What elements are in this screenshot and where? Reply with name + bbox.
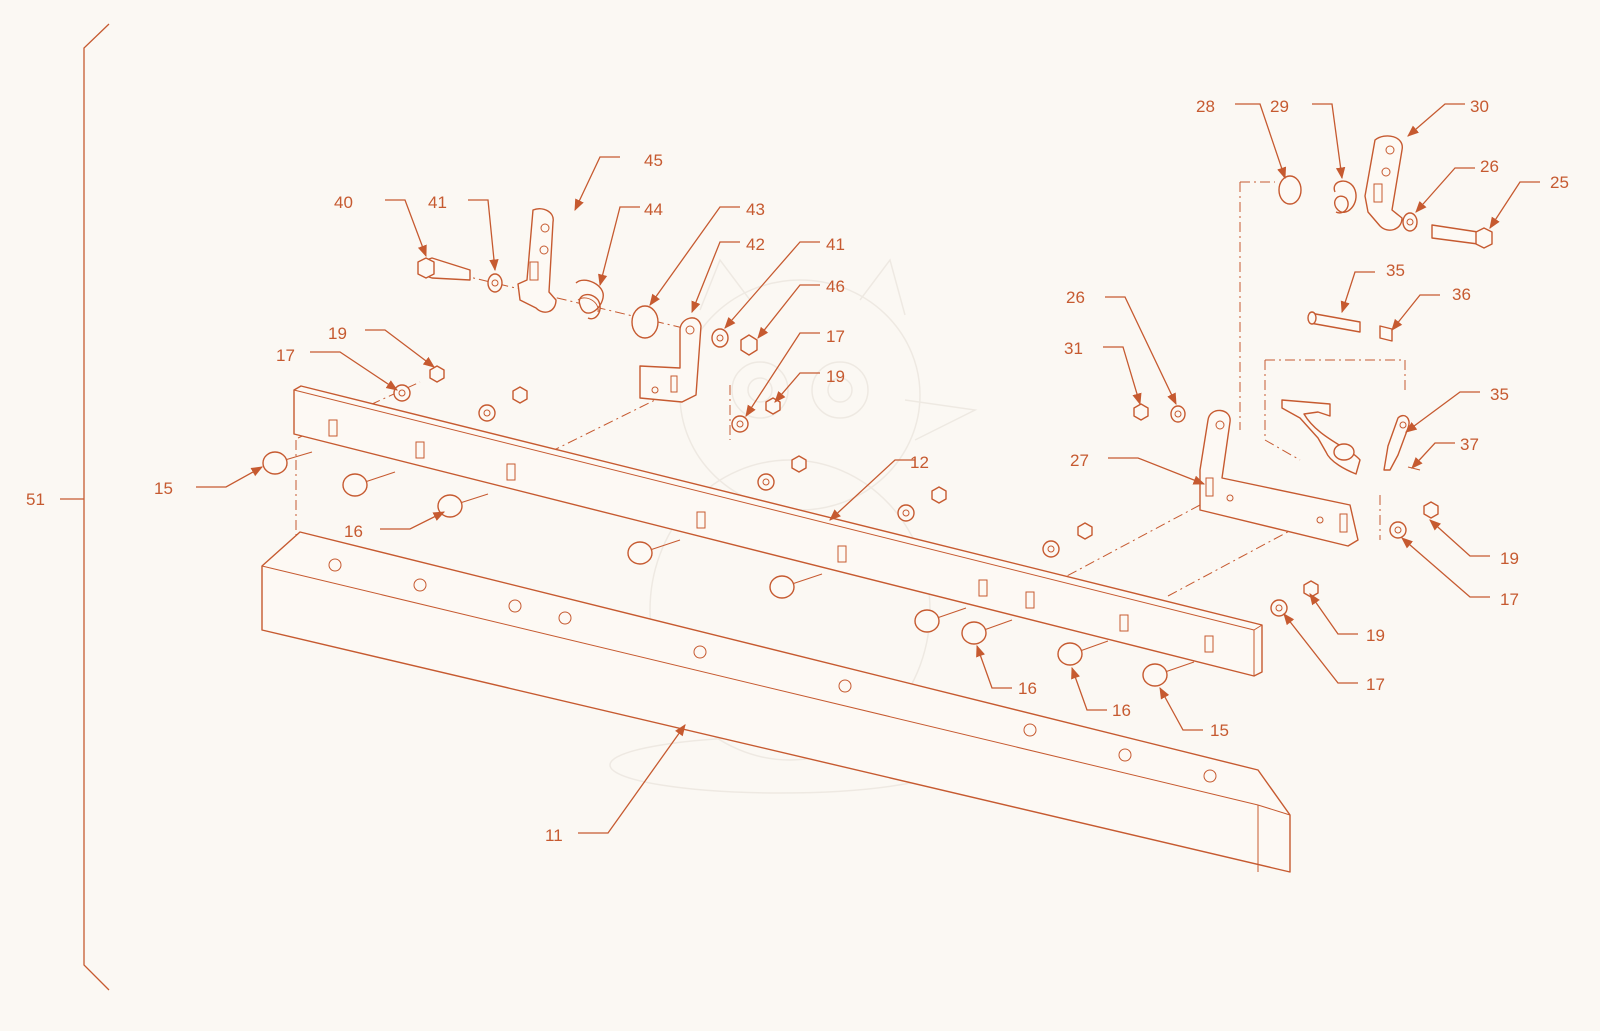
carriage-bolt: [437, 493, 489, 518]
callout-29: 29: [1270, 97, 1289, 116]
callout-44: 44: [644, 200, 663, 219]
callout-26: 26: [1480, 157, 1499, 176]
right-bracket: [1199, 409, 1359, 547]
callout-36: 36: [1452, 285, 1471, 304]
callout-17: 17: [826, 327, 845, 346]
callout-31: 31: [1064, 339, 1083, 358]
callout-40: 40: [334, 193, 353, 212]
callout-19: 19: [1366, 626, 1385, 645]
carriage-bolt: [342, 471, 396, 497]
callout-26: 26: [1066, 288, 1085, 307]
callout-15: 15: [154, 479, 173, 498]
callout-42: 42: [746, 235, 765, 254]
callout-28: 28: [1196, 97, 1215, 116]
callout-30: 30: [1470, 97, 1489, 116]
callout-35: 35: [1386, 261, 1405, 280]
callout-27: 27: [1070, 451, 1089, 470]
callout-16: 16: [344, 522, 363, 541]
callout-15: 15: [1210, 721, 1229, 740]
callout-46: 46: [826, 277, 845, 296]
callout-11: 11: [545, 826, 563, 845]
callout-45: 45: [644, 151, 663, 170]
callout-19: 19: [826, 367, 845, 386]
callout-12: 12: [910, 453, 929, 472]
washers-and-nuts: [393, 365, 1439, 617]
callout-41: 41: [826, 235, 845, 254]
callout-35: 35: [1490, 385, 1509, 404]
callout-17: 17: [276, 346, 295, 365]
assembly-bracket: [60, 23, 110, 991]
callout-19: 19: [1500, 549, 1519, 568]
callout-37: 37: [1460, 435, 1479, 454]
right-pivot-hardware: [1133, 135, 1493, 423]
carriage-bolt: [1057, 640, 1109, 666]
callout-41: 41: [428, 193, 447, 212]
callout-16: 16: [1112, 701, 1131, 720]
callout-43: 43: [746, 200, 765, 219]
callout-17: 17: [1500, 590, 1519, 609]
carriage-bolt: [627, 539, 681, 565]
carriage-bolt: [914, 607, 967, 633]
mounting-bar: [293, 385, 1263, 677]
right-linkage: [1281, 399, 1421, 475]
carriage-bolt: [961, 619, 1013, 645]
carriage-bolt: [262, 451, 313, 475]
carriage-bolt: [769, 573, 823, 599]
callout-16: 16: [1018, 679, 1037, 698]
callouts: 51 40 41 45 44 43 42 41 46 19 17 17 19 1…: [26, 97, 1569, 845]
cutting-edge-plate: [261, 531, 1291, 873]
callout-51: 51: [26, 490, 45, 509]
callout-19: 19: [328, 324, 347, 343]
left-pivot-hardware: [417, 208, 758, 356]
left-bracket: [639, 317, 702, 403]
callout-25: 25: [1550, 173, 1569, 192]
callout-17: 17: [1366, 675, 1385, 694]
carriage-bolt: [1142, 661, 1195, 687]
leader-lines: [196, 103, 1540, 834]
